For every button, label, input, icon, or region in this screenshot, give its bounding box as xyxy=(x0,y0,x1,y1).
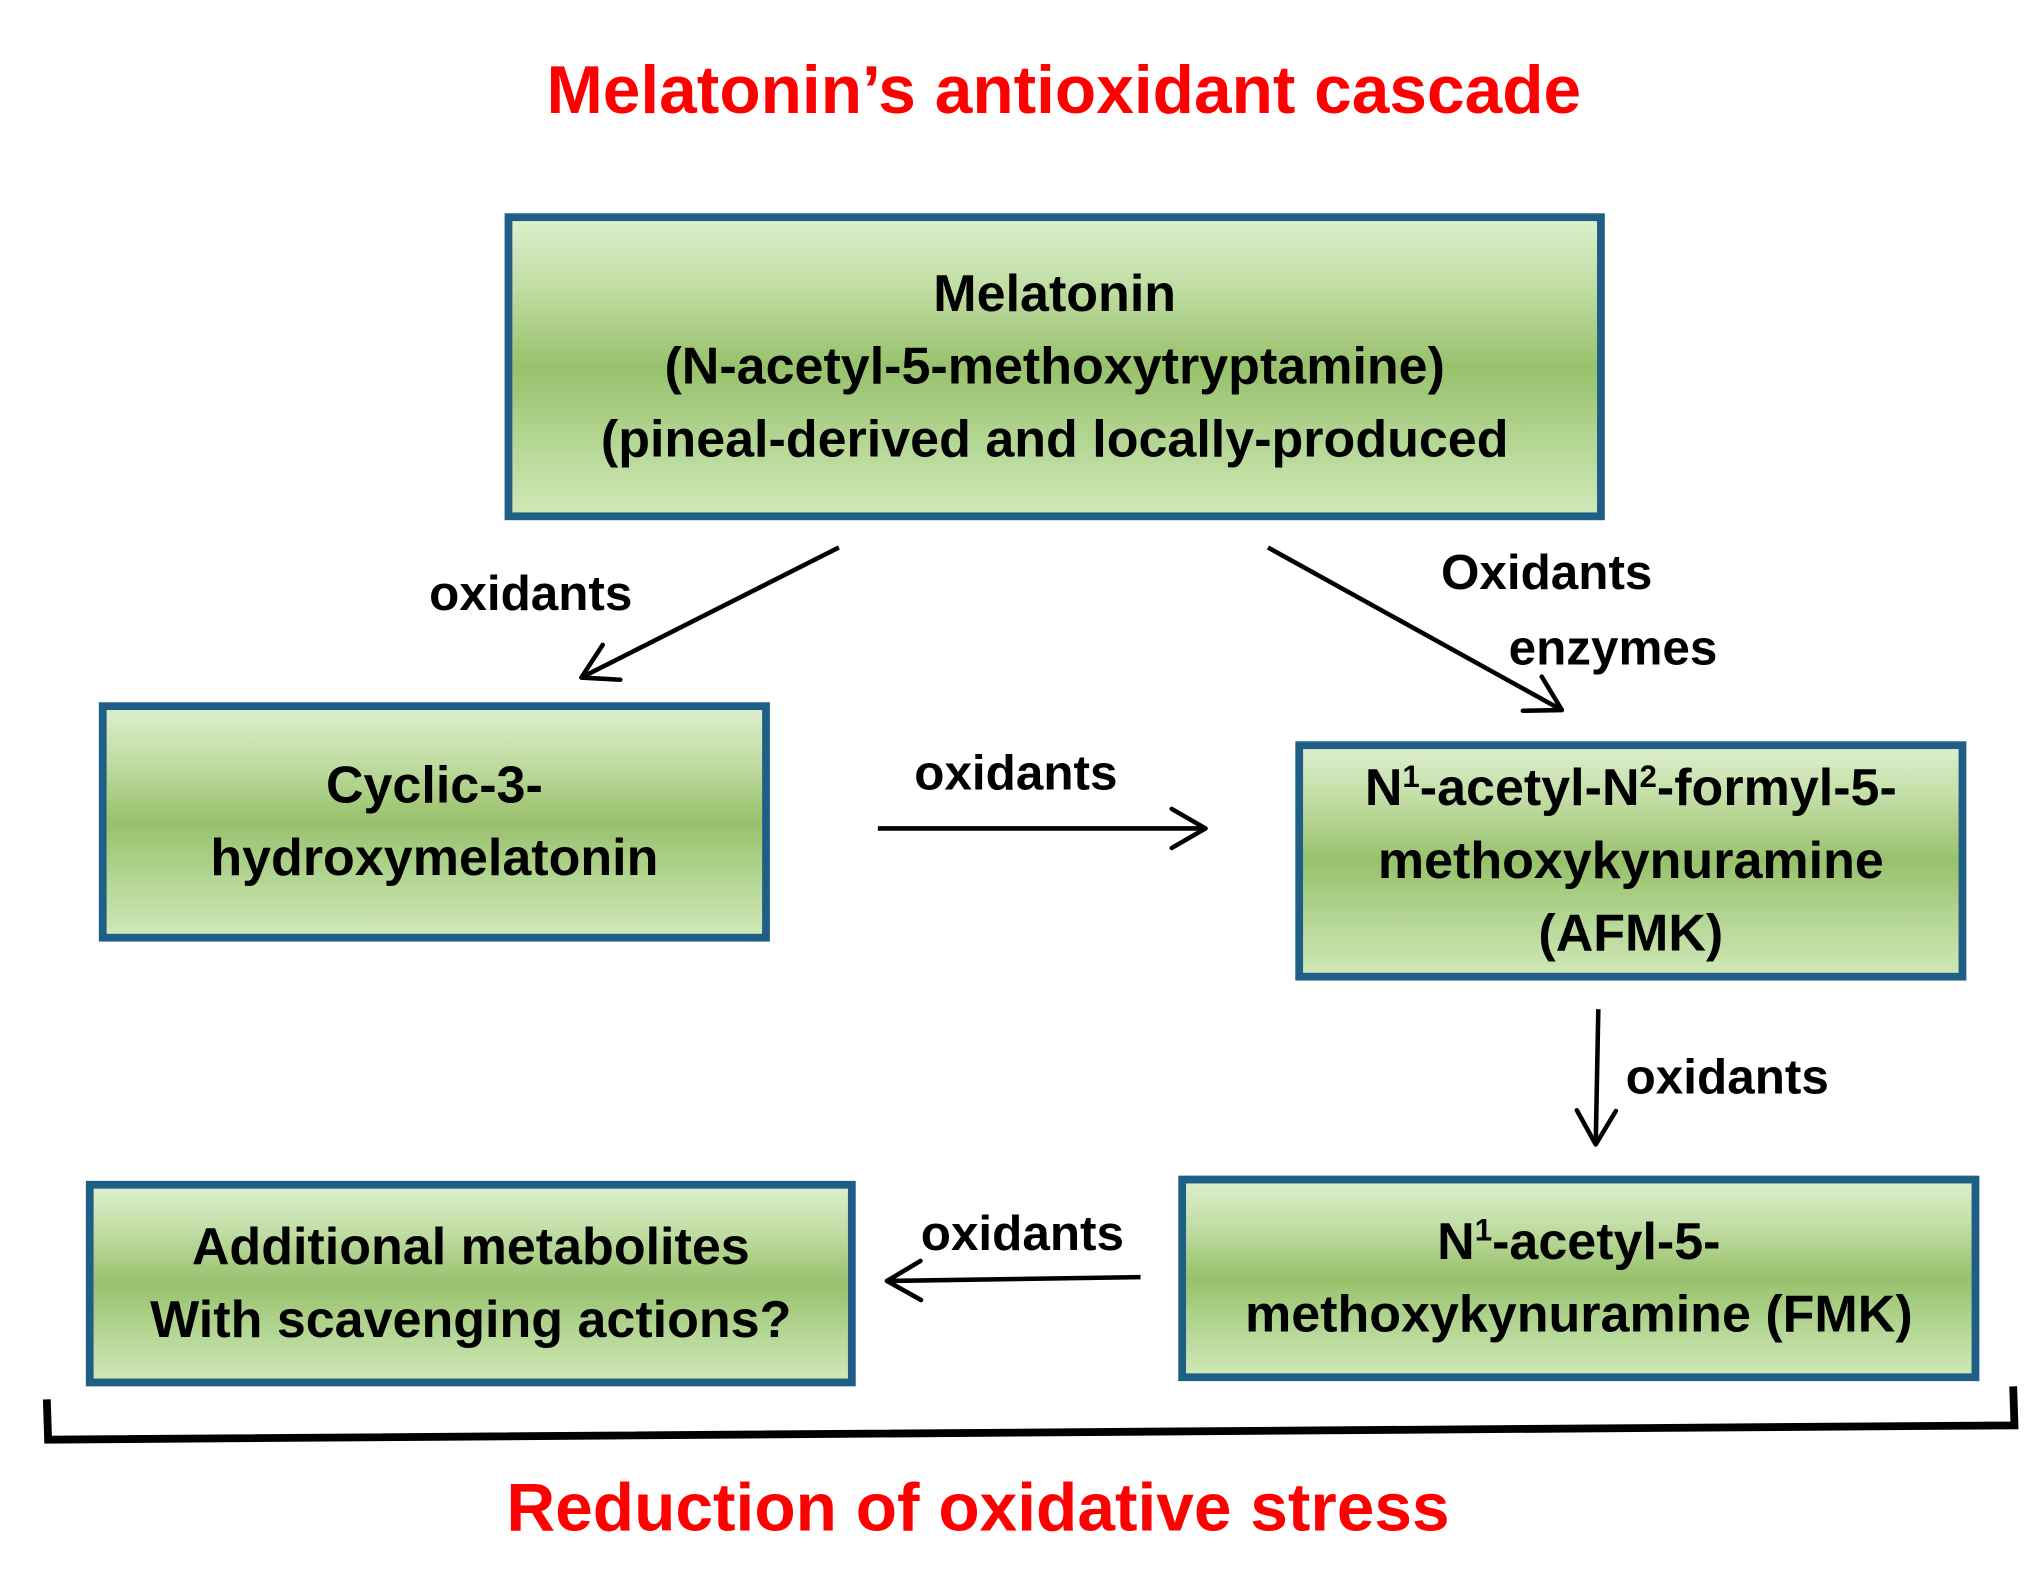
node-additional-line-1: Additional metabolites xyxy=(191,1218,750,1276)
node-melatonin-name: Melatonin xyxy=(933,265,1177,323)
arrow-melatonin-to-c3ohm xyxy=(579,545,840,683)
fmk-superscript-1: 1 xyxy=(1474,1213,1493,1249)
node-fmk-line-2: methoxykynuramine (FMK) xyxy=(1244,1286,1913,1344)
node-additional-line-2: With scavenging actions? xyxy=(150,1291,792,1349)
node-afmk-line-3: (AFMK) xyxy=(1538,905,1724,963)
afmk-n: N xyxy=(1364,759,1403,817)
node-melatonin-chemical-name: (N-acetyl-5-methoxytryptamine) xyxy=(664,338,1445,396)
arrow-afmk-to-fmk xyxy=(1574,1009,1619,1147)
footer-caption: Reduction of oxidative stress xyxy=(506,1470,1450,1547)
node-additional-metabolites: Additional metabolites With scavenging a… xyxy=(85,1180,856,1387)
diagram-title: Melatonin’s antioxidant cascade xyxy=(546,53,1582,129)
afmk-formyl: -formyl-5- xyxy=(1656,759,1897,817)
node-melatonin: Melatonin (N-acetyl-5-methoxytryptamine)… xyxy=(504,213,1605,521)
afmk-superscript-2: 2 xyxy=(1639,759,1657,795)
node-fmk: N1-acetyl-5- methoxykynuramine (FMK) xyxy=(1178,1175,1980,1382)
node-fmk-line-1: N1-acetyl-5- xyxy=(1437,1206,1720,1279)
node-afmk-line-1: N1-acetyl-N2-formyl-5- xyxy=(1365,752,1897,825)
edge-label-afmk-to-fmk: oxidants xyxy=(1625,1050,1829,1106)
arrow-melatonin-to-afmk xyxy=(1266,545,1565,714)
edge-label-melatonin-to-c3ohm: oxidants xyxy=(429,567,633,622)
fmk-n: N xyxy=(1437,1213,1475,1271)
edge-label-c3ohm-to-afmk: oxidants xyxy=(914,746,1118,802)
edge-label-fmk-to-additional: oxidants xyxy=(920,1206,1124,1262)
afmk-superscript-1: 1 xyxy=(1402,759,1420,795)
node-afmk-line-2: methoxykynuramine xyxy=(1377,832,1884,890)
node-c3ohm-line-1: Cyclic-3- xyxy=(325,756,543,815)
edge-label-melatonin-to-afmk-oxidants: Oxidants xyxy=(1440,546,1653,601)
node-melatonin-origin: (pineal-derived and locally-produced xyxy=(600,410,1509,469)
edge-label-melatonin-to-afmk-enzymes: enzymes xyxy=(1508,621,1718,677)
afmk-acetyl-n: -acetyl-N xyxy=(1419,759,1640,817)
node-cyclic-3-hydroxymelatonin: Cyclic-3- hydroxymelatonin xyxy=(98,702,770,942)
arrow-fmk-to-additional xyxy=(884,1258,1141,1303)
fmk-acetyl: -acetyl-5- xyxy=(1492,1213,1721,1271)
node-afmk: N1-acetyl-N2-formyl-5- methoxykynuramine… xyxy=(1295,741,1967,981)
node-c3ohm-line-2: hydroxymelatonin xyxy=(210,829,659,887)
bracket-all-metabolites xyxy=(42,1386,2019,1444)
